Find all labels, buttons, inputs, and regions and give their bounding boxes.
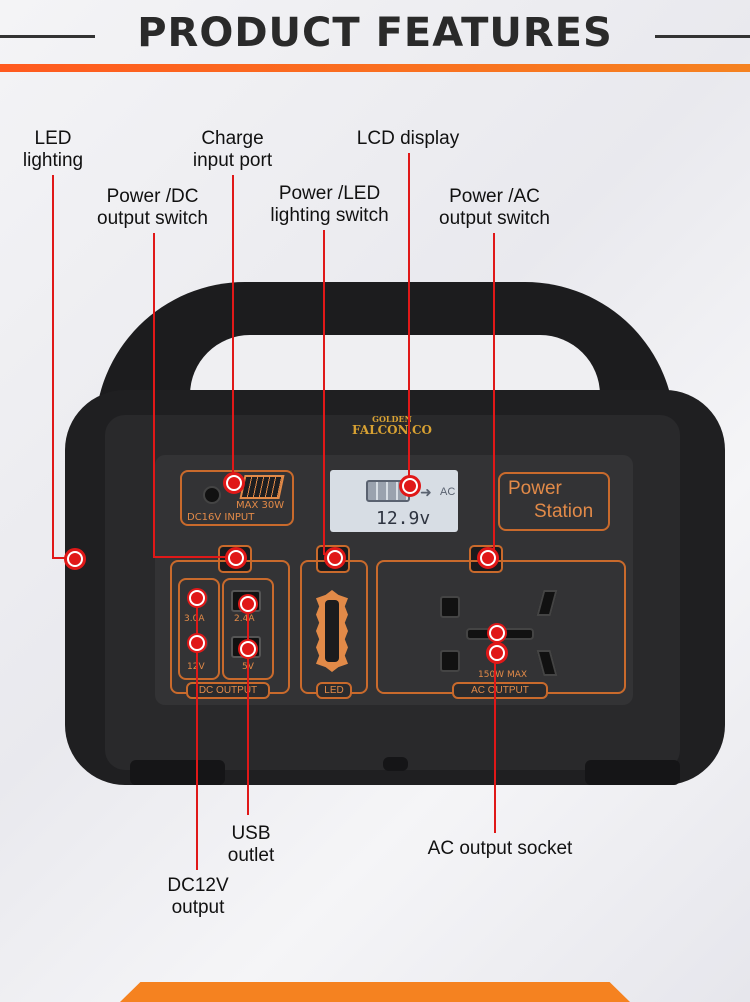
- lcd-voltage-readout: 12.9v: [376, 508, 431, 529]
- page-title: PRODUCT FEATURES: [137, 10, 613, 56]
- power-station-text-1: Power: [508, 478, 562, 499]
- input-rating-text: MAX 30W: [236, 500, 285, 511]
- callout-dot-lcd: [402, 478, 418, 494]
- callout-ring-led: [64, 548, 86, 570]
- left-foot: [130, 760, 225, 785]
- callout-line-dc-switch-v: [153, 233, 155, 557]
- callout-dot-led: [67, 551, 83, 567]
- callout-ring-charge: [223, 472, 245, 494]
- callout-dot-dc12v-2: [189, 635, 205, 651]
- title-rule-left: [0, 35, 95, 38]
- label-lcd-display: LCD display: [356, 128, 460, 149]
- label-power-dc-switch: Power /DC output switch: [97, 186, 208, 229]
- callout-dot-usb-2: [240, 641, 256, 657]
- input-label-text: DC16V INPUT: [187, 512, 255, 523]
- callout-line-led-switch: [323, 230, 325, 555]
- footer-accent-band: [120, 982, 630, 1002]
- label-led-lighting: LED lighting: [22, 128, 84, 171]
- title-rule-right: [655, 35, 750, 38]
- dc-amp-label: 3.0A: [184, 614, 205, 624]
- brand-logo-name: FALCON.CO: [352, 423, 432, 437]
- callout-ring-dc-switch: [225, 547, 247, 569]
- brand-logo: GOLDEN FALCON.CO: [342, 415, 442, 437]
- callout-ring-lcd: [399, 475, 421, 497]
- callout-ring-led-switch: [324, 547, 346, 569]
- label-power-ac-switch: Power /AC output switch: [439, 186, 550, 229]
- callout-dot-ac-center: [489, 625, 505, 641]
- ac-socket-slot-4[interactable]: [440, 650, 460, 672]
- callout-line-ac-socket: [494, 635, 496, 833]
- callout-line-dc-switch-h: [153, 556, 233, 558]
- callout-dot-charge: [226, 475, 242, 491]
- label-power-led-switch: Power /LED lighting switch: [270, 183, 389, 226]
- ac-output-label: AC OUTPUT: [452, 682, 548, 699]
- usb-amp-label: 2.4A: [234, 614, 255, 624]
- callout-dot-ac-socket: [489, 645, 505, 661]
- label-ac-output-socket: AC output socket: [427, 838, 573, 859]
- led-lamp-core: [325, 600, 339, 662]
- lcd-ac-text: AC: [440, 486, 456, 498]
- dc-input-port[interactable]: [203, 486, 221, 504]
- label-usb-outlet: USB outlet: [227, 823, 275, 866]
- callout-ring-ac-switch: [477, 547, 499, 569]
- callout-line-usb: [247, 605, 249, 815]
- callout-dot-dc12v-1: [189, 590, 205, 606]
- power-station-box: [498, 472, 610, 531]
- arrow-right-icon: ➜: [420, 484, 432, 500]
- solar-panel-icon: [239, 475, 285, 499]
- center-foot: [383, 757, 408, 771]
- callout-line-charge: [232, 175, 234, 481]
- callout-line-led-v: [52, 175, 54, 558]
- header-accent-band: [0, 64, 750, 72]
- input-port-box: [180, 470, 294, 526]
- label-dc12v-output: DC12V output: [167, 875, 229, 918]
- callout-ring-ac-socket: [486, 642, 508, 664]
- power-station-text-2: Station: [534, 501, 594, 522]
- callout-dot-ac-switch: [480, 550, 496, 566]
- callout-line-ac-switch: [493, 233, 495, 555]
- brand-logo-top: GOLDEN: [372, 414, 412, 424]
- callout-line-lcd: [408, 153, 410, 483]
- led-label: LED: [316, 682, 352, 699]
- dc-port-group: [178, 578, 220, 680]
- dc-volt-label: 12V: [187, 662, 205, 672]
- label-charge-input-port: Charge input port: [192, 128, 273, 171]
- callout-dot-led-switch: [327, 550, 343, 566]
- callout-line-dc12v: [196, 600, 198, 870]
- callout-line-led-h: [52, 557, 72, 559]
- right-foot: [585, 760, 680, 785]
- dc-output-label: DC OUTPUT: [186, 682, 270, 699]
- ac-max-label: 150W MAX: [478, 670, 528, 680]
- callout-dot-dc-switch: [228, 550, 244, 566]
- callout-dot-usb-1: [240, 596, 256, 612]
- ac-socket-slot-1[interactable]: [440, 596, 460, 618]
